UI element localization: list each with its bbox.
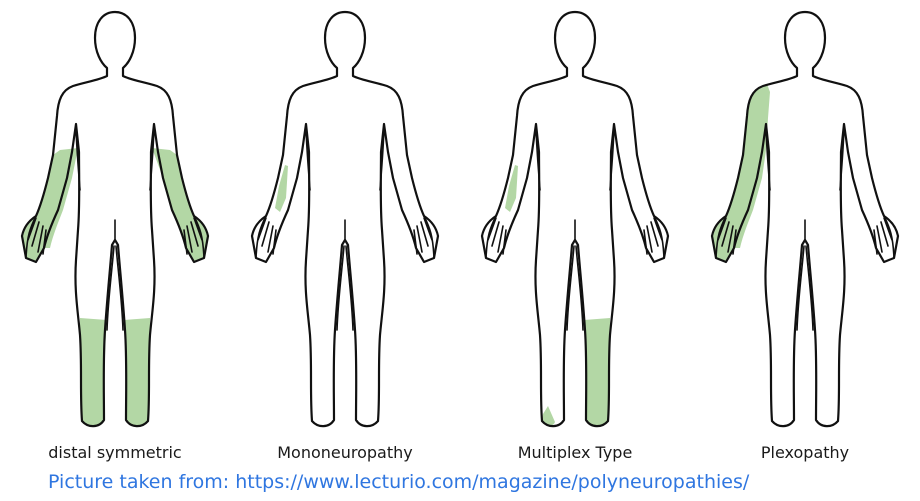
body-outline-svg <box>460 0 690 440</box>
affected-region-left-forearm-strip <box>275 165 288 212</box>
body-figure-mononeuropathy: Mononeuropathy <box>230 0 460 440</box>
affected-region-right-lower-leg <box>584 318 610 426</box>
body-outline-svg <box>690 0 920 440</box>
body-outline-svg <box>230 0 460 440</box>
body-figure-distal-symmetric: distal symmetric <box>0 0 230 440</box>
source-caption: Picture taken from: https://www.lecturio… <box>48 471 749 493</box>
affected-region-left-forearm-strip <box>505 165 518 212</box>
figure-label: distal symmetric <box>0 443 230 462</box>
figure-label: Multiplex Type <box>460 443 690 462</box>
body-outline-svg <box>0 0 230 440</box>
inner-contour-lines <box>306 124 384 330</box>
body-silhouette <box>252 12 438 426</box>
body-silhouette <box>482 12 668 426</box>
body-figure-multiplex-type: Multiplex Type <box>460 0 690 440</box>
inner-contour-lines <box>76 124 154 330</box>
inner-contour-lines <box>536 124 614 330</box>
affected-region-right-lower-leg <box>124 318 150 426</box>
inner-contour-lines <box>766 124 844 330</box>
figure-label: Plexopathy <box>690 443 920 462</box>
figure-label: Mononeuropathy <box>230 443 460 462</box>
body-figure-plexopathy: Plexopathy <box>690 0 920 440</box>
affected-region-left-whole-arm <box>712 84 770 262</box>
